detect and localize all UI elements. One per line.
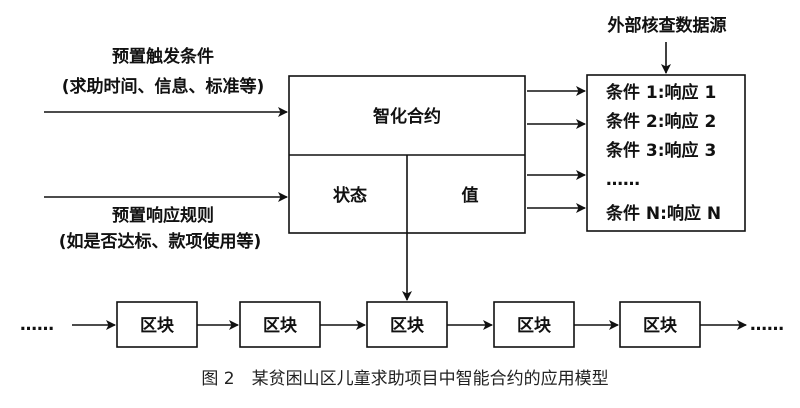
contract-title: 智化合约 [373,106,441,127]
block-3-label: 区块 [390,316,425,336]
block-4 [493,301,575,348]
block-5 [619,301,701,348]
block-2-label: 区块 [263,316,298,336]
rule-title: 预置响应规则 [112,205,214,226]
figure-caption: 图 2 某贫困山区儿童求助项目中智能合约的应用模型 [201,369,608,389]
chain-ellipsis-right: …… [750,315,784,335]
smart-contract-box [288,75,526,234]
state-label: 状态 [333,185,367,206]
condition-1: 条件 1:响应 1 [605,82,716,103]
value-label: 值 [462,185,479,206]
condition-ellipsis: …… [606,170,640,190]
block-2 [239,301,321,348]
external-source-label: 外部核查数据源 [608,15,727,36]
block-4-label: 区块 [517,316,552,336]
chain-ellipsis-left: …… [20,315,54,335]
block-5-label: 区块 [643,316,678,336]
condition-3: 条件 3:响应 3 [605,140,716,161]
rule-detail: (如是否达标、款项使用等) [59,231,262,252]
trigger-detail: (求助时间、信息、标准等) [62,76,265,97]
conditions-box [586,74,746,232]
trigger-title: 预置触发条件 [112,46,214,67]
block-3 [366,301,448,348]
condition-2: 条件 2:响应 2 [605,111,716,132]
condition-n: 条件 N:响应 N [605,203,721,224]
block-1-label: 区块 [140,316,175,336]
